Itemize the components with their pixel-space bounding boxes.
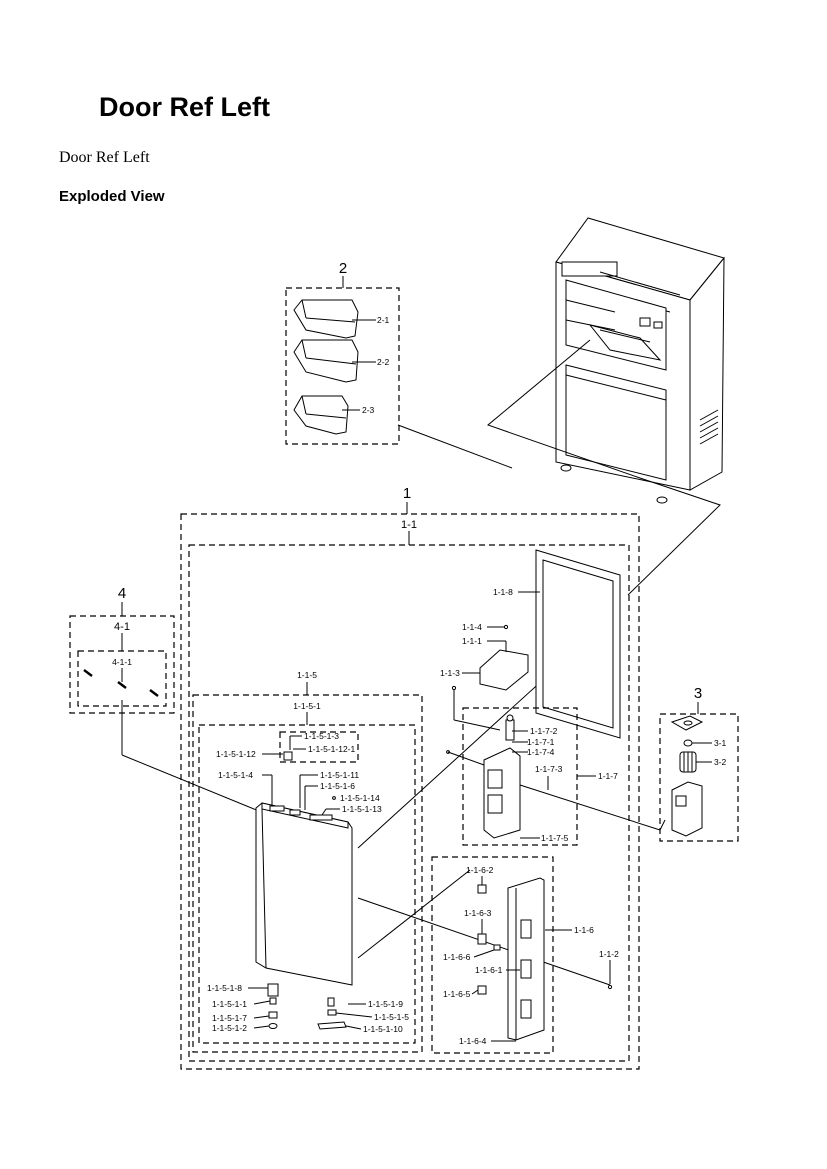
bin-2-1 [293, 299, 359, 339]
group-3-label: 3 [694, 685, 702, 702]
group-1-1-6-box [431, 856, 554, 1054]
bin-2-2 [293, 339, 359, 383]
screws-4-1-1 [83, 669, 159, 697]
door-panel [255, 802, 353, 986]
hinge-bar-1-1-6 [507, 877, 545, 1041]
group-3-box [659, 713, 739, 842]
label-1-1-6-1: 1-1-6-1 [475, 965, 503, 975]
water-filter-assembly [670, 715, 704, 837]
label-1-1-5-1-10: 1-1-5-1-10 [363, 1024, 403, 1034]
label-1-1-5-1: 1-1-5-1 [293, 701, 321, 711]
label-1-1-5-1-14: 1-1-5-1-14 [340, 793, 380, 803]
group-2-box [285, 287, 400, 445]
part-1-1-6-2 [477, 884, 487, 894]
bottom-hinge-parts [267, 983, 347, 1030]
label-1-1-5-1-7: 1-1-5-1-7 [212, 1013, 247, 1023]
label-1-1-6: 1-1-6 [574, 925, 594, 935]
group-1-1-5-1-12-box [279, 731, 359, 763]
door-gasket-1-1-8 [535, 549, 621, 739]
label-1-1-5-1-11: 1-1-5-1-11 [320, 770, 359, 780]
label-2-1: 2-1 [377, 315, 390, 325]
label-1-1-7-3: 1-1-7-3 [535, 764, 563, 774]
section-heading: Exploded View [59, 188, 165, 205]
label-1-1-5-1-4: 1-1-5-1-4 [218, 770, 253, 780]
group-2-label: 2 [339, 260, 347, 277]
page-title: Door Ref Left [99, 92, 270, 122]
label-1-1-5-1-12-1: 1-1-5-1-12-1 [308, 744, 356, 754]
label-1-1-4: 1-1-4 [462, 622, 482, 632]
bin-2-3 [293, 395, 349, 435]
label-1-1-6-6: 1-1-6-6 [443, 952, 471, 962]
label-1-1-5-1-13: 1-1-5-1-13 [342, 804, 382, 814]
label-1-1-7: 1-1-7 [598, 771, 618, 781]
part-1-1-6-3 [477, 933, 487, 945]
label-3-1: 3-1 [714, 738, 727, 748]
label-1-1-6-5: 1-1-6-5 [443, 989, 471, 999]
label-1-1-5-1-2: 1-1-5-1-2 [212, 1023, 247, 1033]
page-subtitle: Door Ref Left [59, 149, 150, 166]
label-1-1-5-1-1: 1-1-5-1-1 [212, 999, 247, 1009]
refrigerator-illustration [555, 217, 725, 504]
label-1-1-5-1-12: 1-1-5-1-12 [216, 749, 256, 759]
group-1-box [180, 513, 640, 1070]
label-1-1-8: 1-1-8 [493, 587, 513, 597]
label-1-1-2: 1-1-2 [599, 949, 619, 959]
group-1-1-5-box [192, 694, 423, 1053]
label-3-2: 3-2 [714, 757, 727, 767]
group-4-1-box [77, 650, 167, 707]
group-1-1-box [188, 544, 630, 1062]
group-1-1-5-1-box [198, 724, 416, 1044]
label-1-1-5-1-6: 1-1-5-1-6 [320, 781, 355, 791]
group-4-label: 4 [118, 585, 126, 602]
label-1-1-6-2: 1-1-6-2 [466, 865, 494, 875]
dispenser-bracket-1-1-7 [483, 714, 521, 839]
group-4-box [69, 615, 175, 714]
label-1-1-5-1-9: 1-1-5-1-9 [368, 999, 403, 1009]
cover-1-1-1 [479, 649, 529, 691]
label-1-1-7-5: 1-1-7-5 [541, 833, 569, 843]
label-2-2: 2-2 [377, 357, 390, 367]
label-1-1-5-1-8: 1-1-5-1-8 [207, 983, 242, 993]
label-2-3: 2-3 [362, 405, 375, 415]
label-1-1-5-1-5: 1-1-5-1-5 [374, 1012, 409, 1022]
label-1-1-7-4: 1-1-7-4 [527, 747, 555, 757]
label-1-1-6-4: 1-1-6-4 [459, 1036, 487, 1046]
label-4-1-1: 4-1-1 [112, 657, 132, 667]
label-1-1-6-3: 1-1-6-3 [464, 908, 492, 918]
label-1-1-5-1-3: 1-1-5-1-3 [304, 731, 339, 741]
group-1-label: 1 [403, 485, 411, 502]
label-1-1-3: 1-1-3 [440, 668, 460, 678]
part-1-1-6-5 [477, 985, 487, 995]
label-1-1-7-2: 1-1-7-2 [530, 726, 558, 736]
part-1-1-5-1-12 [283, 751, 293, 761]
group-4-1-label: 4-1 [114, 621, 130, 633]
group-1-1-label: 1-1 [401, 519, 417, 531]
label-1-1-1: 1-1-1 [462, 636, 482, 646]
label-1-1-7-1: 1-1-7-1 [527, 737, 555, 747]
label-1-1-5: 1-1-5 [297, 670, 317, 680]
